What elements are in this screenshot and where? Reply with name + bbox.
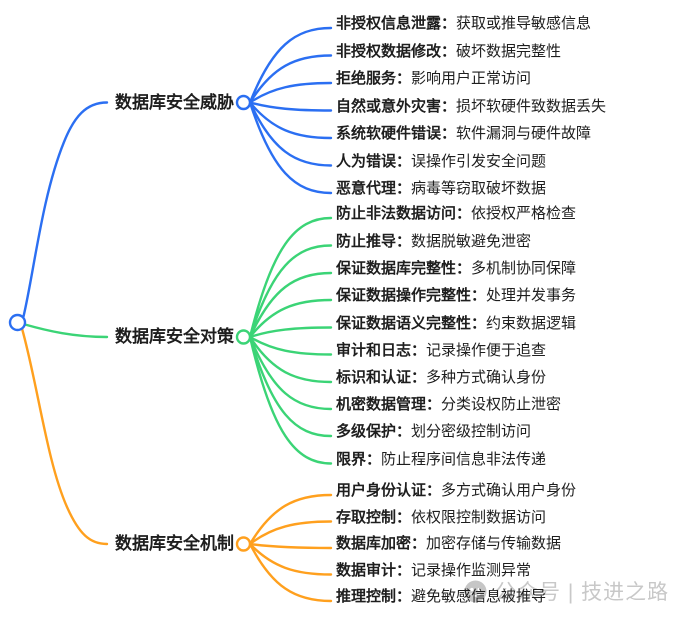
leaf-node[interactable]: 非授权数据修改：破坏数据完整性 bbox=[336, 42, 561, 62]
branch-node-1[interactable]: 数据库安全对策 bbox=[60, 326, 234, 348]
leaf-desc: 多机制协同保障 bbox=[471, 260, 577, 277]
leaf-desc: 处理并发事务 bbox=[486, 287, 577, 304]
leaf-desc: 软件漏洞与硬件故障 bbox=[456, 125, 592, 142]
leaf-term: 恶意代理： bbox=[336, 180, 412, 197]
leaf-term: 限界： bbox=[336, 450, 382, 468]
leaf-term: 人为错误： bbox=[336, 152, 412, 170]
leaf-node[interactable]: 机密数据管理：分类设权防止泄密 bbox=[336, 395, 561, 415]
leaf-node[interactable]: 人为错误：误操作引发安全问题 bbox=[336, 152, 546, 172]
leaf-node[interactable]: 保证数据库完整性：多机制协同保障 bbox=[336, 259, 576, 279]
leaf-node[interactable]: 数据库加密：加密存储与传输数据 bbox=[336, 534, 561, 554]
leaf-node[interactable]: 保证数据语义完整性：约束数据逻辑 bbox=[336, 314, 576, 334]
leaf-node[interactable]: 多级保护：划分密级控制访问 bbox=[336, 422, 531, 442]
leaf-desc: 病毒等窃取破坏数据 bbox=[411, 180, 547, 197]
leaf-node[interactable]: 防止推导：数据脱敏避免泄密 bbox=[336, 232, 531, 252]
leaf-term: 数据审计： bbox=[336, 561, 412, 579]
leaf-node[interactable]: 审计和日志：记录操作便于追查 bbox=[336, 341, 546, 361]
leaf-term: 系统软硬件错误： bbox=[336, 125, 457, 142]
leaf-term: 推理控制： bbox=[336, 588, 412, 605]
leaf-desc: 多种方式确认身份 bbox=[426, 369, 547, 386]
leaf-term: 拒绝服务： bbox=[336, 70, 412, 87]
leaf-term: 保证数据库完整性： bbox=[336, 260, 472, 277]
leaf-desc: 记录操作便于追查 bbox=[426, 341, 547, 359]
leaf-desc: 约束数据逻辑 bbox=[486, 314, 577, 332]
leaf-desc: 多方式确认用户身份 bbox=[441, 482, 577, 499]
leaf-desc: 破坏数据完整性 bbox=[456, 42, 562, 60]
root-node[interactable] bbox=[8, 313, 27, 332]
leaf-desc: 获取或推导敏感信息 bbox=[456, 15, 592, 32]
leaf-node[interactable]: 系统软硬件错误：软件漏洞与硬件故障 bbox=[336, 124, 591, 144]
smiley-logo-icon bbox=[464, 580, 487, 603]
leaf-term: 标识和认证： bbox=[336, 369, 427, 386]
leaf-node[interactable]: 恶意代理：病毒等窃取破坏数据 bbox=[336, 179, 546, 199]
leaf-desc: 损坏软硬件致数据丢失 bbox=[456, 97, 607, 115]
leaf-node[interactable]: 拒绝服务：影响用户正常访问 bbox=[336, 69, 531, 89]
branch-collapse-handle-2[interactable] bbox=[235, 536, 252, 552]
leaf-term: 防止非法数据访问： bbox=[336, 205, 472, 222]
leaf-desc: 记录操作监测异常 bbox=[411, 561, 532, 579]
leaf-term: 非授权信息泄露： bbox=[336, 15, 457, 32]
leaf-node[interactable]: 非授权信息泄露：获取或推导敏感信息 bbox=[336, 14, 591, 34]
leaf-node[interactable]: 自然或意外灾害：损坏软硬件致数据丢失 bbox=[336, 97, 606, 117]
branch-node-0[interactable]: 数据库安全威胁 bbox=[60, 92, 234, 114]
leaf-desc: 分类设权防止泄密 bbox=[441, 396, 562, 413]
leaf-node[interactable]: 存取控制：依权限控制数据访问 bbox=[336, 508, 546, 528]
leaf-term: 保证数据操作完整性： bbox=[336, 287, 487, 304]
leaf-term: 存取控制： bbox=[336, 508, 412, 526]
leaf-desc: 防止程序间信息非法传递 bbox=[381, 450, 547, 468]
leaf-desc: 依权限控制数据访问 bbox=[411, 508, 547, 526]
branch-label-text: 数据库安全对策 bbox=[115, 327, 234, 346]
leaf-term: 审计和日志： bbox=[336, 341, 427, 359]
leaf-node[interactable]: 保证数据操作完整性：处理并发事务 bbox=[336, 286, 576, 306]
leaf-node[interactable]: 标识和认证：多种方式确认身份 bbox=[336, 368, 546, 388]
watermark: 公众号 | 技进之路 bbox=[464, 576, 669, 606]
leaf-desc: 数据脱敏避免泄密 bbox=[411, 232, 532, 250]
branch-label-text: 数据库安全威胁 bbox=[115, 92, 234, 112]
leaf-node[interactable]: 用户身份认证：多方式确认用户身份 bbox=[336, 481, 576, 501]
branch-collapse-handle-1[interactable] bbox=[235, 329, 252, 345]
leaf-term: 非授权数据修改： bbox=[336, 42, 457, 60]
leaf-node[interactable]: 推理控制：避免敏感信息被推导 bbox=[336, 587, 546, 607]
leaf-term: 保证数据语义完整性： bbox=[336, 314, 487, 332]
leaf-node[interactable]: 限界：防止程序间信息非法传递 bbox=[336, 450, 546, 470]
leaf-desc: 划分密级控制访问 bbox=[411, 423, 532, 440]
leaf-desc: 避免敏感信息被推导 bbox=[411, 588, 547, 605]
watermark-text: 公众号 | 技进之路 bbox=[495, 581, 670, 604]
branch-collapse-handle-0[interactable] bbox=[235, 94, 252, 111]
leaf-desc: 加密存储与传输数据 bbox=[426, 535, 562, 552]
leaf-term: 自然或意外灾害： bbox=[336, 97, 457, 115]
leaf-term: 用户身份认证： bbox=[336, 482, 442, 499]
leaf-desc: 影响用户正常访问 bbox=[411, 70, 532, 87]
leaf-node[interactable]: 防止非法数据访问：依授权严格检查 bbox=[336, 204, 576, 224]
leaf-term: 机密数据管理： bbox=[336, 396, 442, 413]
branch-label-text: 数据库安全机制 bbox=[115, 534, 234, 553]
leaf-term: 多级保护： bbox=[336, 423, 412, 440]
leaf-desc: 误操作引发安全问题 bbox=[411, 152, 547, 170]
leaf-node[interactable]: 数据审计：记录操作监测异常 bbox=[336, 561, 531, 581]
branch-node-2[interactable]: 数据库安全机制 bbox=[60, 533, 234, 555]
leaf-term: 数据库加密： bbox=[336, 535, 427, 552]
leaf-term: 防止推导： bbox=[336, 232, 412, 250]
leaf-desc: 依授权严格检查 bbox=[471, 205, 577, 222]
